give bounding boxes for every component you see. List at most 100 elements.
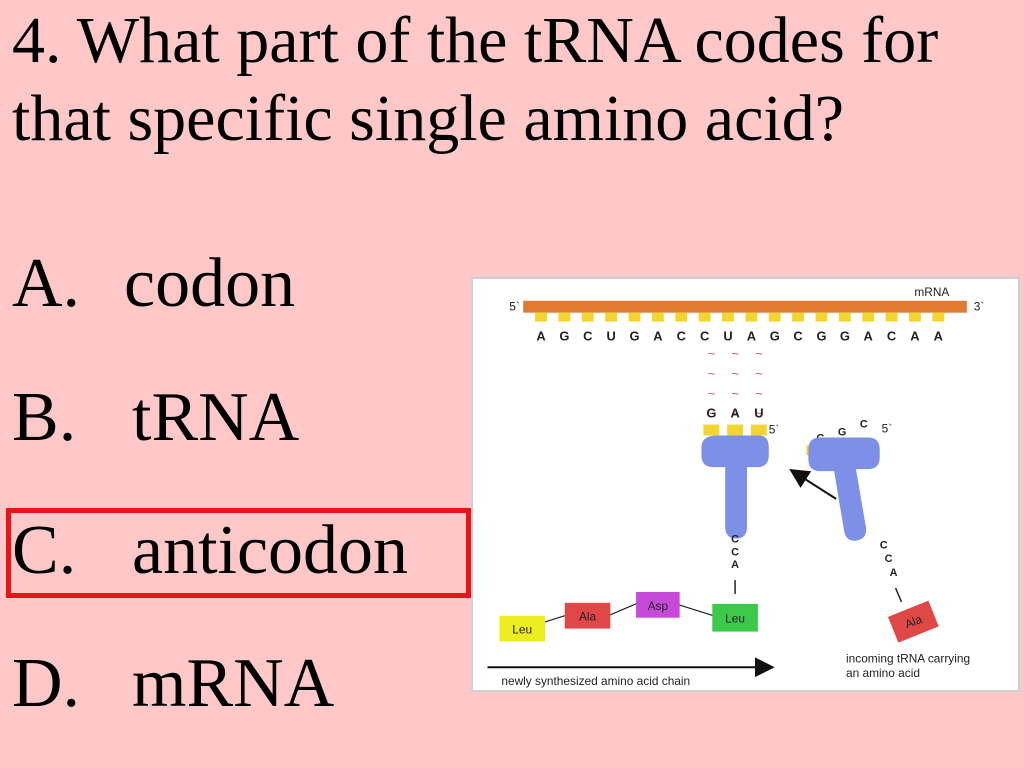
bound-trna-body	[701, 435, 769, 539]
pairing-mark: ~	[731, 406, 739, 421]
chain-aa-label: Leu	[512, 623, 532, 637]
mrna-base-letter: G	[559, 328, 569, 343]
incoming-trna-five-prime-label: 5`	[882, 422, 893, 436]
mrna-base-letter: C	[583, 328, 592, 343]
mrna-base-letter: U	[723, 328, 732, 343]
pairing-mark: ~	[731, 386, 739, 401]
mrna-base-block	[792, 312, 805, 322]
bound-anticodon-letter: U	[754, 406, 763, 421]
answer-option-c[interactable]: C. anticodon	[12, 511, 408, 591]
mrna-base-letter: A	[747, 328, 756, 343]
mrna-base-letter: G	[770, 328, 780, 343]
pairing-mark: ~	[755, 346, 763, 361]
bound-acceptor-letter: C	[731, 546, 739, 558]
incoming-trna-link	[894, 587, 903, 603]
mrna-base-letter: U	[606, 328, 615, 343]
mrna-base-letter: A	[653, 328, 662, 343]
mrna-strand	[523, 300, 967, 313]
chain-aa-box-leu-bound	[712, 603, 758, 632]
answer-option-d[interactable]: D. mRNA	[12, 644, 334, 724]
pairing-mark: ~	[755, 366, 763, 381]
mrna-base-block	[605, 312, 618, 322]
mrna-base-letter: G	[629, 328, 639, 343]
question-text: 4. What part of the tRNA codes for that …	[12, 4, 939, 155]
incoming-caption-line1: incoming tRNA carrying	[846, 651, 970, 665]
pairing-mark: ~	[755, 406, 763, 421]
answer-text: anticodon	[132, 512, 409, 589]
pairing-mark: ~	[708, 406, 716, 421]
answer-letter: B.	[12, 379, 77, 456]
answer-letter: C.	[12, 512, 77, 589]
mrna-base-block	[651, 312, 664, 322]
pairing-mark: ~	[708, 346, 716, 361]
incoming-acceptor-letter: C	[880, 539, 888, 551]
mrna-base-letter: C	[700, 328, 709, 343]
mrna-base-letter: A	[934, 328, 943, 343]
mrna-base-letter: C	[887, 328, 896, 343]
bound-anticodon-block	[703, 424, 720, 436]
incoming-aa-label: Ala	[903, 612, 925, 632]
chain-caption: newly synthesized amino acid chain	[501, 674, 690, 688]
mrna-base-block	[885, 312, 898, 322]
mrna-base-block	[535, 312, 547, 322]
answer-text: tRNA	[132, 379, 300, 456]
incoming-trna-body	[808, 437, 880, 541]
mrna-base-letter: A	[910, 328, 919, 343]
incoming-caption-line2: an amino acid	[846, 666, 920, 680]
bound-anticodon-letter: G	[706, 406, 716, 421]
bound-acceptor-letter: A	[731, 559, 739, 571]
answer-letter: A.	[12, 245, 81, 322]
mrna-base-block	[745, 312, 758, 322]
incoming-acceptor-letter: A	[890, 567, 898, 579]
chain-bond	[608, 603, 637, 617]
mrna-base-block	[768, 312, 781, 322]
bound-anticodon-block	[727, 424, 744, 436]
chain-bond	[675, 603, 714, 617]
answer-text: codon	[124, 245, 296, 322]
incoming-direction-arrow	[789, 469, 837, 500]
mrna-base-block	[558, 312, 571, 322]
mrna-base-letter: C	[677, 328, 686, 343]
pairing-mark: ~	[755, 386, 763, 401]
chain-aa-box-asp	[636, 591, 680, 618]
chain-aa-label: Asp	[648, 599, 669, 613]
bound-acceptor-letter: C	[731, 533, 739, 545]
mrna-base-letter: G	[840, 328, 850, 343]
pairing-mark: ~	[708, 386, 716, 401]
pairing-mark: ~	[708, 366, 716, 381]
bound-trna-five-prime-label: 5`	[769, 422, 780, 436]
mrna-three-prime-label: 3`	[974, 300, 985, 314]
mrna-label: mRNA	[914, 285, 949, 299]
mrna-base-block	[628, 312, 641, 322]
incoming-anticodon-letter: G	[838, 426, 846, 438]
mrna-base-block	[581, 312, 594, 322]
pairing-mark: ~	[731, 366, 739, 381]
mrna-base-block	[722, 312, 734, 322]
mrna-base-block	[838, 312, 851, 322]
mrna-base-block	[675, 312, 688, 322]
answer-text: mRNA	[132, 645, 335, 722]
bound-anticodon-block	[750, 424, 767, 436]
mrna-base-letter: A	[864, 328, 873, 343]
answer-option-a[interactable]: A. codon	[12, 244, 295, 324]
incoming-aa-box	[887, 600, 939, 643]
answer-option-b[interactable]: B. tRNA	[12, 378, 299, 458]
mrna-base-block	[909, 312, 921, 322]
incoming-anticodon-letter: C	[860, 419, 868, 431]
correct-answer-highlight	[6, 508, 471, 598]
mrna-five-prime-label: 5`	[509, 300, 520, 314]
mrna-base-letter: G	[816, 328, 826, 343]
chain-aa-label: Ala	[579, 610, 597, 624]
chain-aa-label: Leu	[725, 612, 745, 626]
bound-anticodon-letter: A	[730, 406, 739, 421]
incoming-acceptor-letter: C	[885, 553, 893, 565]
pairing-mark: ~	[731, 346, 739, 361]
chain-aa-box-ala	[564, 602, 611, 629]
chain-aa-box-leu	[499, 615, 545, 642]
mrna-base-block	[932, 312, 945, 322]
mrna-base-letter: C	[793, 328, 802, 343]
mrna-base-block	[862, 312, 875, 322]
answer-letter: D.	[12, 645, 81, 722]
